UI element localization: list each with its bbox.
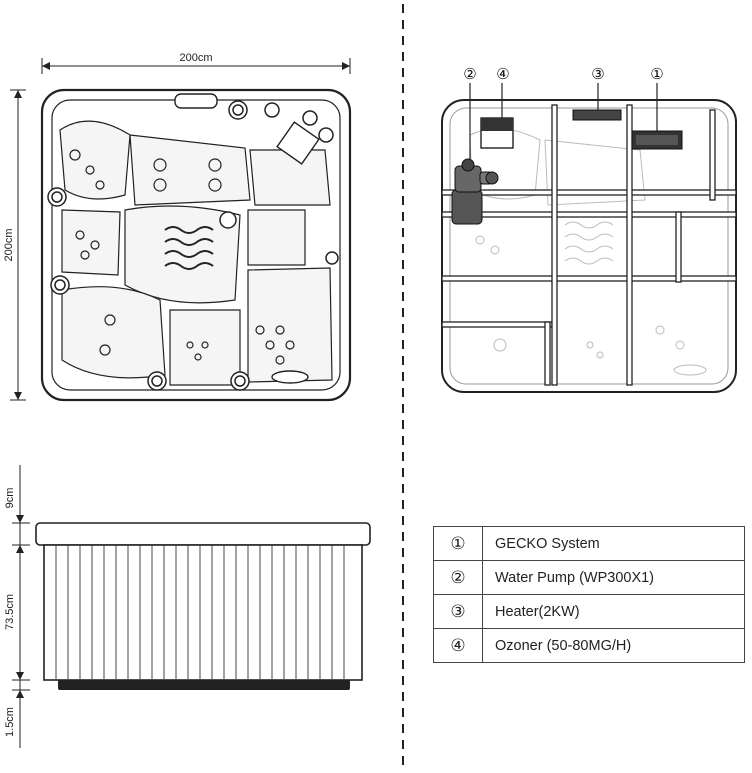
callout-pump: ② [463, 65, 476, 83]
callout-gecko: ① [650, 65, 663, 83]
side-cabinet [43, 544, 363, 681]
legend-row: ④ Ozoner (50-80MG/H) [433, 628, 745, 663]
side-lid [35, 522, 371, 546]
heater-box [572, 109, 622, 121]
pump-drawing [451, 158, 499, 225]
legend-symbol: ② [433, 560, 483, 595]
legend-symbol: ④ [433, 628, 483, 663]
cabinet-slats [55, 546, 345, 679]
callout-ozoner: ④ [496, 65, 509, 83]
legend-symbol: ③ [433, 594, 483, 629]
side-view: 9cm 73.5cm 1.5cm [4, 465, 371, 748]
legend-symbol: ① [433, 526, 483, 561]
height-lid-label: 9cm [4, 488, 16, 509]
width-label: 200cm [179, 52, 212, 64]
depth-label: 200cm [3, 228, 15, 261]
legend-row: ① GECKO System [433, 526, 745, 561]
legend-label: Ozoner (50-80MG/H) [482, 628, 745, 663]
side-base [58, 680, 350, 690]
top-view: 200cm 200cm [3, 52, 352, 402]
legend-row: ② Water Pump (WP300X1) [433, 560, 745, 595]
legend-row: ③ Heater(2KW) [433, 594, 745, 629]
height-cabinet-label: 73.5cm [4, 594, 16, 630]
layout-outer [441, 99, 737, 393]
component-layout: ② ④ ③ ① [441, 65, 737, 393]
legend-label: Heater(2KW) [482, 594, 745, 629]
legend-label: GECKO System [482, 526, 745, 561]
callout-heater: ③ [591, 65, 604, 83]
legend-label: Water Pump (WP300X1) [482, 560, 745, 595]
height-base-label: 1.5cm [4, 707, 16, 737]
components-legend: ① GECKO System ② Water Pump (WP300X1) ③ … [433, 526, 745, 663]
